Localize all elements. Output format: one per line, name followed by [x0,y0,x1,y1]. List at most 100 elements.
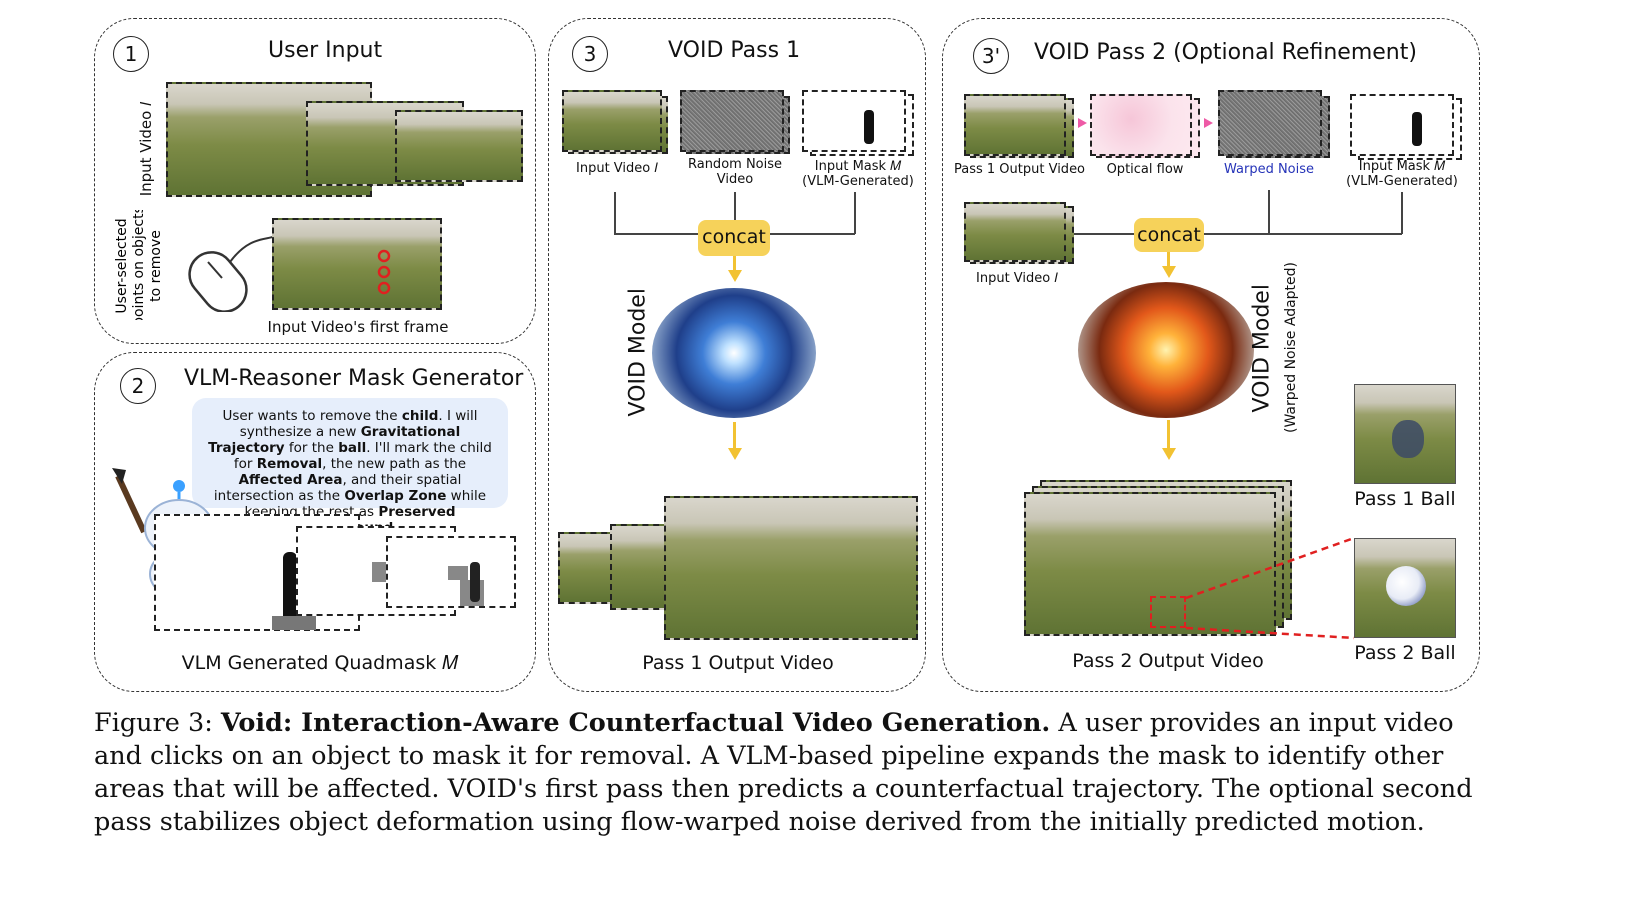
user-selected-label: User-selected points on objects to remov… [110,206,178,326]
pass1-ball-shape [1392,420,1424,458]
pass1-output-frame-2 [610,524,670,610]
figure-caption: Figure 3: Void: Interaction-Aware Counte… [94,707,1494,839]
first-frame-caption: Input Video's first frame [267,318,449,336]
pass2-input-video-frame [964,202,1066,262]
pass2-arrow-head-1 [1162,266,1176,278]
quadmask-overlap-region [272,616,316,630]
user-selected-line-3: to remove [148,230,164,302]
pass1-ball-label: Pass 1 Ball [1354,488,1456,510]
pass1-input-video-frame [562,90,662,152]
caption-body: A user provides an input video and click… [94,708,1473,837]
panel-mask-generator [94,352,536,692]
pass1-noise-caption-line-2: Video [716,172,754,187]
pass2-noise-frame [1218,90,1322,156]
bubble-text-6: , and their spatial intersection as the [213,472,462,504]
pass2-pass1-output-caption: Pass 1 Output Video [954,162,1086,177]
input-video-label: Input Video 𝐼 [137,101,155,197]
panel-void-pass-1 [548,18,926,692]
panel-title-mask-generator: VLM-Reasoner Mask Generator [184,366,524,391]
pass2-arrow-to-flow [1078,118,1087,128]
bubble-bold-affected: Affected Area [238,472,343,488]
bubble-text-4: . I'll mark the child for [233,440,492,472]
pass2-connector-noise [1268,190,1270,234]
step-number-1: 1 [113,36,149,72]
caption-prefix: Figure 3: [94,708,221,738]
pass2-flow-caption: Optical flow [1106,162,1184,177]
pass2-pass1-output-frame [964,94,1066,156]
pass2-ball-shape [1386,566,1426,606]
pass2-zoom-lines [1185,536,1355,640]
user-selected-text: User-selected points on objects to remov… [114,206,164,326]
step-number-3: 3 [572,36,608,72]
pass1-output-caption: Pass 1 Output Video [642,652,834,674]
pass2-mask-caption-line-1: Input Mask 𝑀 [1358,159,1446,174]
step-number-2: 2 [120,368,156,404]
panel-user-input [94,18,536,344]
pass2-mask-silhouette [1412,112,1422,146]
bubble-text-1: User wants to remove the [222,408,402,424]
pass2-mask-caption-line-2: (VLM-Generated) [1346,174,1458,189]
panel-void-pass-2 [942,18,1480,692]
bubble-bold-overlap: Overlap Zone [344,488,447,504]
quadmask-caption: VLM Generated Quadmask 𝑀 [181,652,459,674]
pass1-arrow-shaft-2 [733,422,736,450]
bubble-text-5: , the new path as the [322,456,467,472]
selected-points-markers [377,249,391,295]
pass1-arrow-head-1 [728,270,742,282]
pass1-noise-caption-line-1: Random Noise [687,157,782,172]
pass1-output-frame-main [664,496,918,640]
void-model-pass1-image [652,288,816,418]
mouse-icon [188,233,278,312]
panel-title-pass-1: VOID Pass 1 [668,38,801,63]
pass2-input-video-caption: Input Video 𝐼 [976,271,1058,286]
pass1-noise-frame [680,90,784,152]
pass1-connector-left [614,192,616,234]
pass2-warped-noise-caption: Warped Noise [1223,162,1315,177]
pass2-arrow-to-noise [1204,118,1213,128]
void-model-pass2-image [1078,282,1254,418]
bubble-bold-removal: Removal [256,456,323,472]
pass1-input-video-caption: Input Video 𝐼 [576,161,658,176]
pass2-mask-frame [1350,94,1454,156]
bubble-text-3: for the [284,440,339,456]
pass1-connector-right [854,192,856,234]
pass1-mask-frame [802,90,906,152]
user-selected-line-1: User-selected [114,218,130,313]
pass2-concat-box: concat [1134,218,1204,252]
input-video-frame-3 [395,110,523,182]
bubble-bold-ball: ball [338,440,367,456]
quadmask-silhouette-3 [470,562,480,602]
caption-bold-title: Void: Interaction-Aware Counterfactual V… [220,708,1051,738]
pass1-mask-caption-line-1: Input Mask 𝑀 [814,159,902,174]
first-frame-image [272,218,442,310]
quadmask-affected-region-2 [372,562,388,582]
pass1-output-frame-3 [558,532,618,604]
step-number-3-prime: 3' [973,38,1009,74]
quadmask-affected-region-3 [448,566,468,580]
void-model-label-pass1: VOID Model [625,288,651,417]
bubble-bold-child: child [401,408,439,424]
pass2-arrow-head-2 [1162,448,1176,460]
void-model-sublabel-pass2: (Warped Noise Adapted) [1283,261,1299,433]
quadmask-removal-silhouette [283,552,297,618]
pass2-arrow-shaft-2 [1167,420,1170,450]
pass2-connector-horizontal [1074,233,1402,235]
pass2-zoom-box [1150,596,1186,628]
pass1-mask-caption-line-2: (VLM-Generated) [802,174,914,189]
panel-title-pass-2: VOID Pass 2 (Optional Refinement) [1034,40,1417,65]
pass1-mask-silhouette [864,110,874,144]
bubble-text-2: . I will synthesize a new [239,408,478,440]
void-model-label-pass2: VOID Model [1249,284,1275,413]
pass2-output-caption: Pass 2 Output Video [1072,650,1264,672]
pass1-arrow-shaft-1 [733,256,736,272]
bubble-bold-trajectory: Gravitational Trajectory [208,424,461,456]
pass1-connector-mid [734,192,736,222]
pass2-ball-label: Pass 2 Ball [1354,642,1456,664]
reasoning-bubble: User wants to remove the child. I will s… [192,398,508,536]
pass1-concat-box: concat [698,220,770,256]
pass2-arrow-shaft-1 [1167,252,1170,268]
pass1-arrow-head-2 [728,448,742,460]
pass2-connector-mask [1401,192,1403,234]
pass2-flow-frame [1090,94,1192,156]
panel-title-user-input: User Input [268,38,383,63]
